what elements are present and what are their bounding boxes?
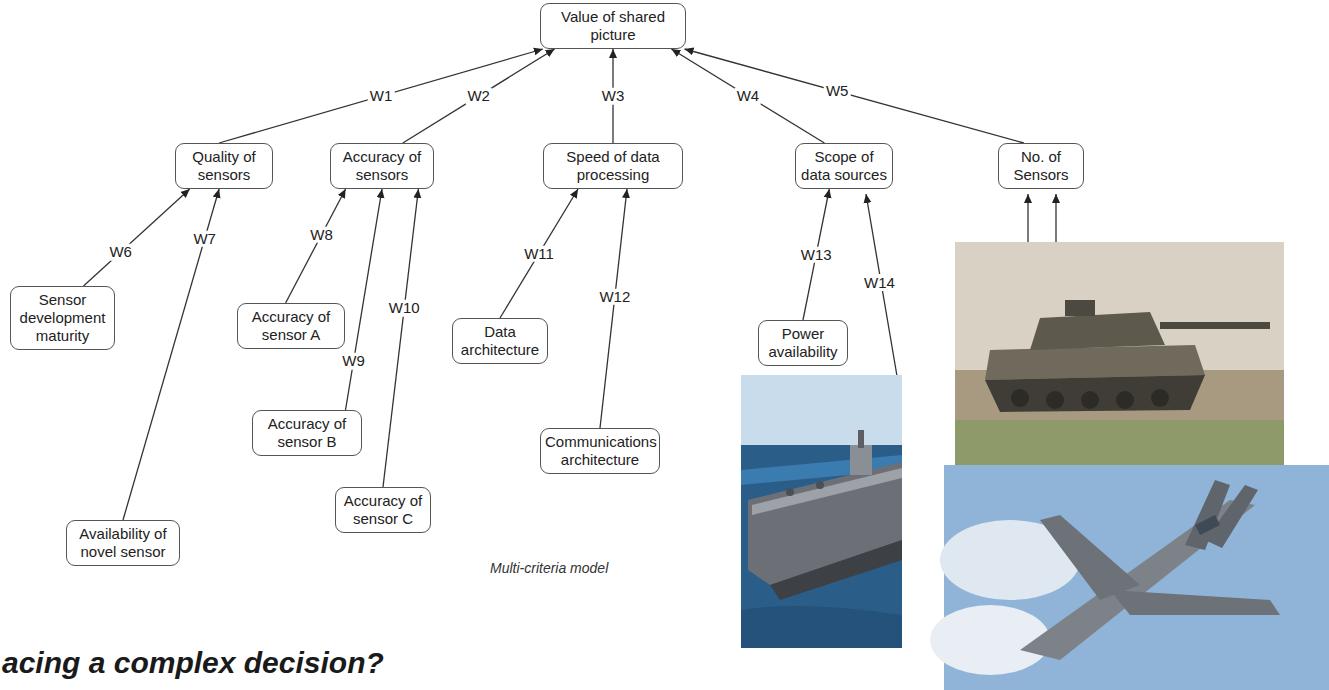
box-text: Accuracy of sensors (335, 148, 429, 184)
weight-arrow (403, 49, 555, 143)
tank-photo (955, 242, 1284, 465)
criteria-box: No. of Sensors (998, 143, 1084, 189)
weight-label: W5 (824, 83, 851, 100)
box-text: Data architecture (457, 323, 543, 359)
box-text: Value of shared picture (545, 8, 681, 44)
weight-arrow (671, 49, 824, 143)
box-text: Accuracy of sensor B (257, 415, 357, 451)
criteria-box: Value of shared picture (540, 3, 686, 49)
input-arrow (1027, 194, 1028, 242)
ship-photo (741, 375, 902, 648)
criteria-box: Accuracy of sensor A (237, 303, 345, 349)
box-text: Power availability (763, 325, 843, 361)
criteria-box: Power availability (758, 320, 848, 366)
weight-arrow (346, 189, 383, 410)
weight-label: W1 (368, 88, 395, 105)
weight-arrow (600, 189, 627, 428)
weight-label: W11 (522, 245, 556, 262)
box-text: Accuracy of sensor C (340, 492, 426, 528)
weight-label: W7 (191, 230, 218, 247)
weight-label: W2 (465, 88, 492, 105)
weight-arrow (500, 189, 578, 318)
weight-label: W3 (600, 88, 627, 105)
criteria-box: Communications architecture (540, 428, 660, 474)
weight-arrow (685, 49, 1024, 143)
weight-arrow (286, 189, 346, 303)
criteria-box: Accuracy of sensors (330, 143, 434, 189)
criteria-box: Sensor development maturity (10, 286, 115, 350)
jet-photo (930, 465, 1329, 690)
criteria-box: Accuracy of sensor C (335, 487, 431, 533)
caption-note: Multi-criteria model (490, 560, 608, 576)
weight-arrow (123, 189, 219, 520)
weight-label: W14 (862, 274, 897, 291)
weight-arrow (219, 49, 543, 143)
heading-fragment: acing a complex decision? (2, 646, 384, 680)
weight-label: W12 (597, 288, 632, 305)
weight-label: W8 (308, 226, 335, 243)
weight-label: W9 (340, 353, 367, 370)
criteria-box: Accuracy of sensor B (252, 410, 362, 456)
weight-label: W13 (799, 246, 834, 263)
box-text: Availability of novel sensor (71, 525, 175, 561)
box-text: No. of Sensors (1003, 148, 1079, 184)
box-text: Quality of sensors (180, 148, 268, 184)
criteria-box: Scope of data sources (795, 143, 893, 189)
weight-label: W10 (387, 300, 422, 317)
criteria-box: Availability of novel sensor (66, 520, 180, 566)
weight-arrow (84, 189, 190, 286)
criteria-box: Quality of sensors (175, 143, 273, 189)
criteria-box: Speed of data processing (543, 143, 683, 189)
weight-label: W4 (735, 88, 762, 105)
input-arrow (1055, 194, 1056, 242)
box-text: Sensor development maturity (15, 291, 110, 345)
box-text: Communications architecture (545, 433, 655, 469)
weight-label: W6 (107, 244, 134, 261)
box-text: Accuracy of sensor A (242, 308, 340, 344)
box-text: Scope of data sources (800, 148, 888, 184)
weight-arrow (383, 189, 418, 487)
criteria-box: Data architecture (452, 318, 548, 364)
box-text: Speed of data processing (548, 148, 678, 184)
